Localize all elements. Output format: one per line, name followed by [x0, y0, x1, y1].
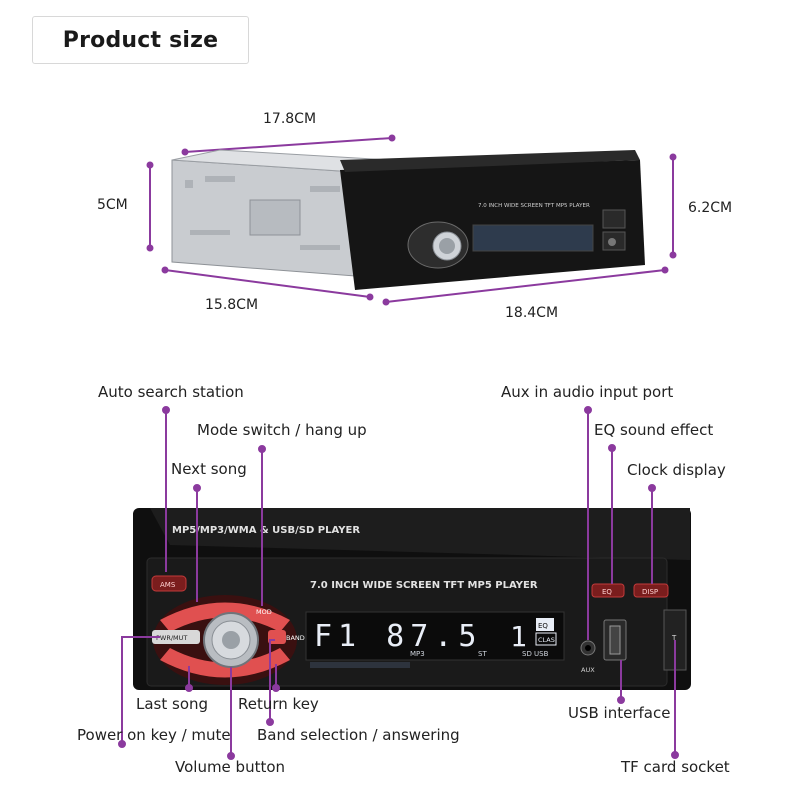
product-side-illustration: 7.0 INCH WIDE SCREEN TFT MP5 PLAYER [146, 134, 677, 306]
clas-label: CLAS [538, 636, 555, 644]
ams-label: AMS [160, 581, 176, 589]
st-label: ST [478, 650, 487, 658]
label-aux-in: Aux in audio input port [501, 383, 674, 401]
label-volume-button: Volume button [175, 758, 286, 776]
label-eq-sound: EQ sound effect [594, 421, 714, 439]
label-last-song: Last song [136, 695, 209, 713]
disp-button-label: DISP [642, 588, 658, 596]
dimension-depth-bottom: 15.8CM [205, 297, 259, 313]
band-label: BAND [286, 634, 305, 642]
mod-label: MOD [256, 608, 272, 616]
dimension-height-left: 5CM [97, 197, 128, 213]
mp3-label: MP3 [410, 650, 425, 658]
tf-label: T [671, 634, 677, 642]
label-usb-interface: USB interface [568, 704, 671, 722]
label-next-song: Next song [171, 460, 247, 478]
eq-button-label: EQ [602, 588, 612, 596]
label-auto-search: Auto search station [98, 383, 244, 401]
face-top-text: MP5/MP3/WMA & USB/SD PLAYER [172, 525, 360, 536]
dimension-width-top: 17.8CM [263, 111, 317, 127]
dimension-height-right: 6.2CM [688, 200, 733, 216]
label-band-selection: Band selection / answering [257, 726, 460, 744]
page-title: Product size [32, 16, 249, 64]
label-tf-card: TF card socket [621, 758, 730, 776]
pwr-label: PWR/MUT [156, 634, 187, 642]
aux-label: AUX [581, 666, 595, 674]
label-clock-display: Clock display [627, 461, 726, 479]
callout-lines [118, 406, 679, 760]
label-return-key: Return key [238, 695, 319, 713]
top-panel-text: 7.0 INCH WIDE SCREEN TFT MP5 PLAYER [478, 203, 590, 209]
display-readout: F1 87.5 [314, 619, 482, 654]
label-mode-switch: Mode switch / hang up [197, 421, 367, 439]
label-power-key: Power on key / mute [77, 726, 231, 744]
svg-text:EQ: EQ [538, 622, 548, 630]
face-screen-text: 7.0 INCH WIDE SCREEN TFT MP5 PLAYER [310, 580, 538, 591]
sd-usb-label: SD USB [522, 650, 549, 658]
dimension-width-bottom: 18.4CM [505, 305, 559, 321]
display-indicator: 1 [510, 620, 527, 653]
